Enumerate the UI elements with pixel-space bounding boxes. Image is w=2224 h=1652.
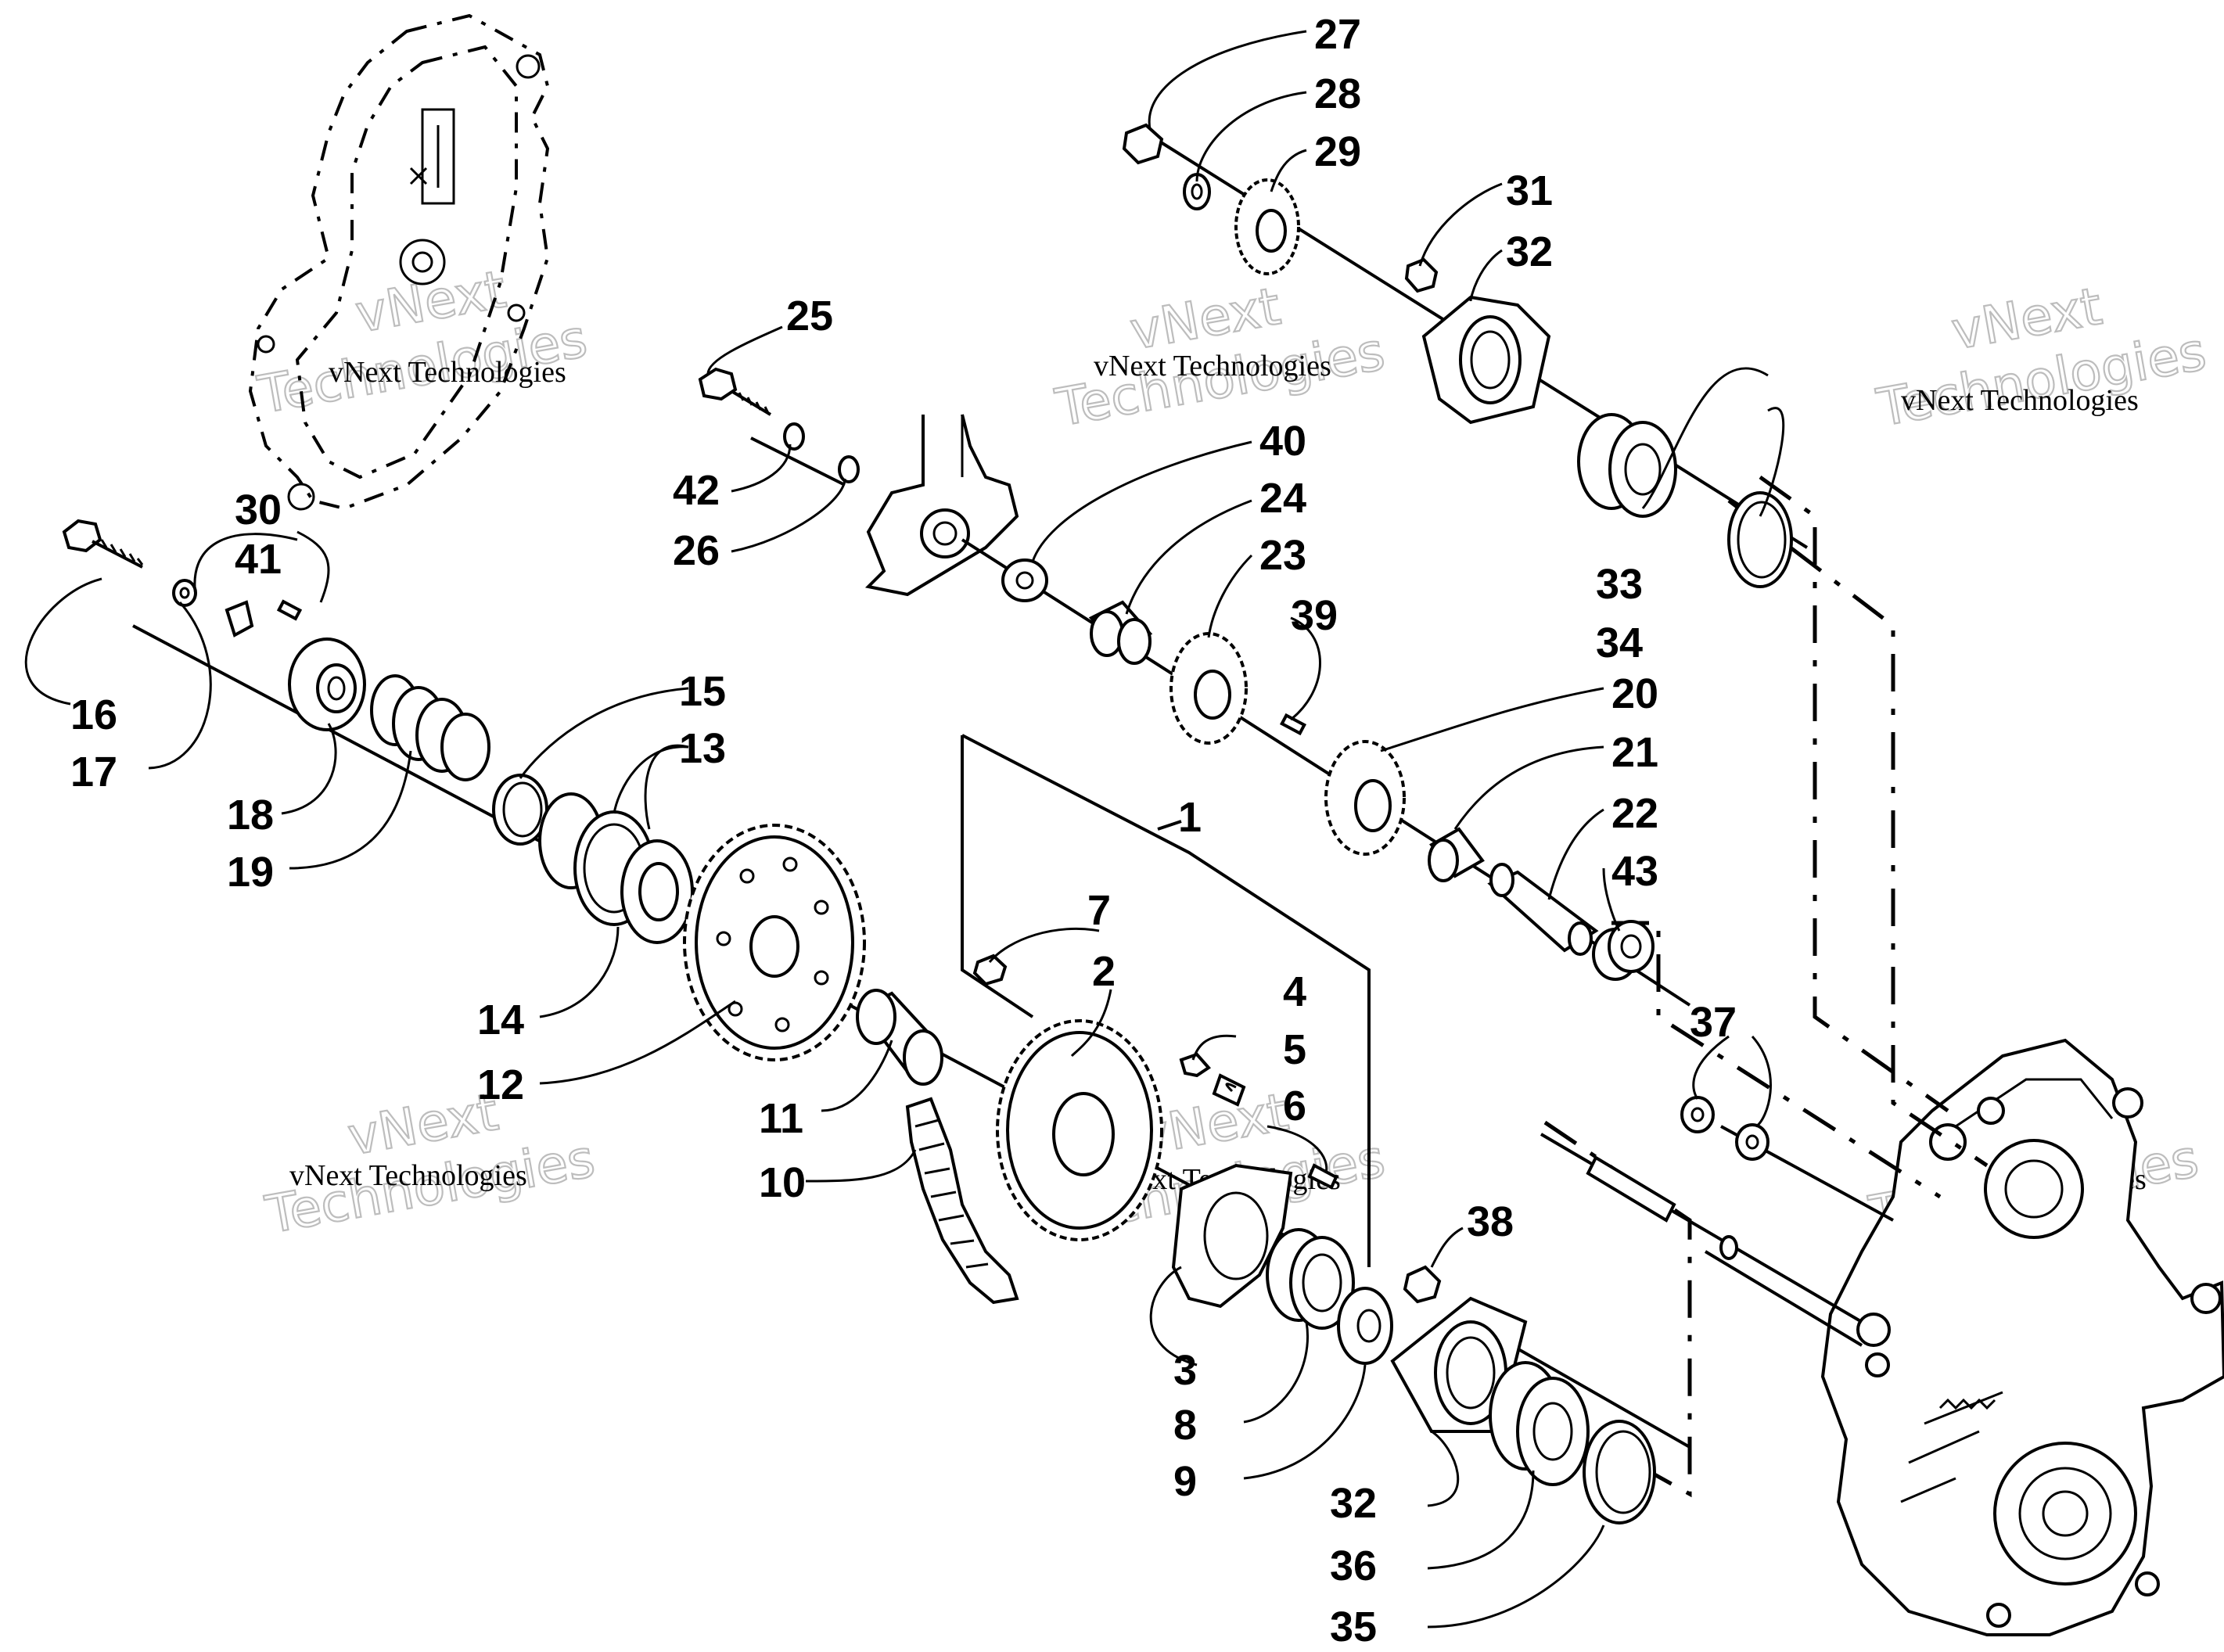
tensioner-ring (1719, 1235, 1738, 1260)
callout-26: 26 (673, 527, 720, 574)
spacer-22 (1487, 863, 1599, 956)
callout-37: 37 (1690, 999, 1737, 1046)
callout-32-lower: 32 (1330, 1480, 1377, 1527)
assembly-bracket-1 (961, 734, 1371, 1267)
callout-34: 34 (1596, 620, 1643, 666)
washer-37b (1735, 1123, 1769, 1161)
callout-40: 40 (1259, 418, 1306, 465)
callout-28: 28 (1314, 70, 1361, 117)
spacer-40 (1001, 558, 1048, 602)
watermark: vNext Technologies (253, 258, 592, 426)
sprocket-29 (1234, 178, 1300, 275)
gear-2 (996, 1019, 1163, 1241)
callout-9: 9 (1173, 1458, 1197, 1505)
washer-17 (172, 579, 197, 607)
callout-35: 35 (1330, 1604, 1377, 1650)
thrust-bearing-14 (538, 792, 694, 944)
callout-13: 13 (679, 725, 726, 772)
bearing-33 (1577, 413, 1677, 518)
chain-10 (905, 1097, 1019, 1305)
callout-labels: 1 2 3 4 5 6 7 8 9 10 11 12 13 14 15 16 1… (70, 11, 1737, 1650)
callout-8: 8 (1173, 1402, 1197, 1449)
callout-39: 39 (1291, 592, 1338, 639)
bearing-24 (1088, 600, 1153, 665)
washer-9 (1337, 1287, 1393, 1365)
bearing-36 (1489, 1361, 1590, 1486)
splined-hub-11 (856, 989, 943, 1086)
callout-23: 23 (1259, 532, 1306, 579)
spring-seat-18 (288, 637, 366, 731)
callout-15: 15 (679, 668, 726, 715)
cam-3 (1171, 1163, 1293, 1309)
callout-6: 6 (1283, 1083, 1306, 1129)
callout-11: 11 (759, 1095, 803, 1142)
nut-7 (972, 953, 1008, 986)
washer-37a (1680, 1096, 1715, 1133)
callout-20: 20 (1611, 670, 1658, 717)
callout-42: 42 (673, 467, 720, 514)
sprocket-20 (1324, 740, 1406, 856)
watermark-small: vNext Technologies (329, 356, 566, 389)
callout-29: 29 (1314, 128, 1361, 175)
callout-21: 21 (1611, 729, 1658, 776)
nut-38 (1403, 1265, 1442, 1304)
flange-plate-32-upper (1421, 295, 1551, 425)
bushing-43 (1592, 920, 1655, 981)
callout-19: 19 (227, 849, 274, 896)
callout-12: 12 (477, 1061, 524, 1108)
nut-31 (1404, 257, 1439, 293)
pin-39 (1280, 713, 1306, 736)
mounting-bracket (864, 414, 1019, 597)
watermark-small: vNext Technologies (1094, 350, 1331, 382)
callout-18: 18 (227, 792, 274, 839)
callout-25: 25 (786, 293, 833, 339)
tensioner-screw (1586, 1155, 1676, 1223)
callout-3: 3 (1173, 1347, 1197, 1394)
watermark-small: vNext Technologies (1901, 384, 2139, 417)
callout-31: 31 (1506, 167, 1553, 214)
case-cover-phantom (248, 13, 550, 511)
callout-14: 14 (477, 997, 524, 1043)
callout-7: 7 (1087, 887, 1111, 934)
sprocket-23 (1169, 632, 1248, 745)
callout-17: 17 (70, 749, 117, 795)
callout-41: 41 (235, 536, 282, 583)
chaincase-housing (1820, 1038, 2224, 1636)
bearing-8 (1266, 1228, 1355, 1330)
nut-27 (1122, 123, 1164, 165)
callout-10: 10 (759, 1159, 806, 1206)
spring-5 (1212, 1073, 1246, 1107)
bolt-16 (62, 519, 144, 569)
callout-4: 4 (1283, 968, 1306, 1015)
callout-36: 36 (1330, 1542, 1377, 1589)
sprocket-12 (683, 824, 866, 1061)
lock-tab-30 (225, 600, 254, 637)
callout-27: 27 (1314, 11, 1361, 58)
pin-41 (276, 599, 303, 621)
callout-2: 2 (1092, 948, 1116, 995)
watermark: vNext Technologies (260, 1081, 600, 1246)
callout-24: 24 (1259, 475, 1306, 522)
washer-26 (838, 455, 860, 483)
callout-43: 43 (1611, 848, 1658, 895)
callout-38: 38 (1467, 1198, 1514, 1245)
spring-19 (370, 674, 490, 781)
leader-lines (24, 30, 1785, 1629)
callout-5: 5 (1283, 1026, 1306, 1073)
screw-6 (1307, 1163, 1338, 1190)
washer-42 (783, 422, 805, 451)
seal-35 (1583, 1420, 1656, 1525)
callout-1: 1 (1178, 794, 1202, 841)
bolt-25 (698, 367, 772, 416)
callout-30: 30 (235, 487, 282, 533)
callout-16: 16 (70, 691, 117, 738)
callout-32-upper: 32 (1506, 228, 1553, 275)
bearing-21 (1428, 827, 1485, 882)
callout-33: 33 (1596, 561, 1643, 608)
watermark-small: vNext Technologies (289, 1159, 527, 1192)
callout-22: 22 (1611, 790, 1658, 837)
